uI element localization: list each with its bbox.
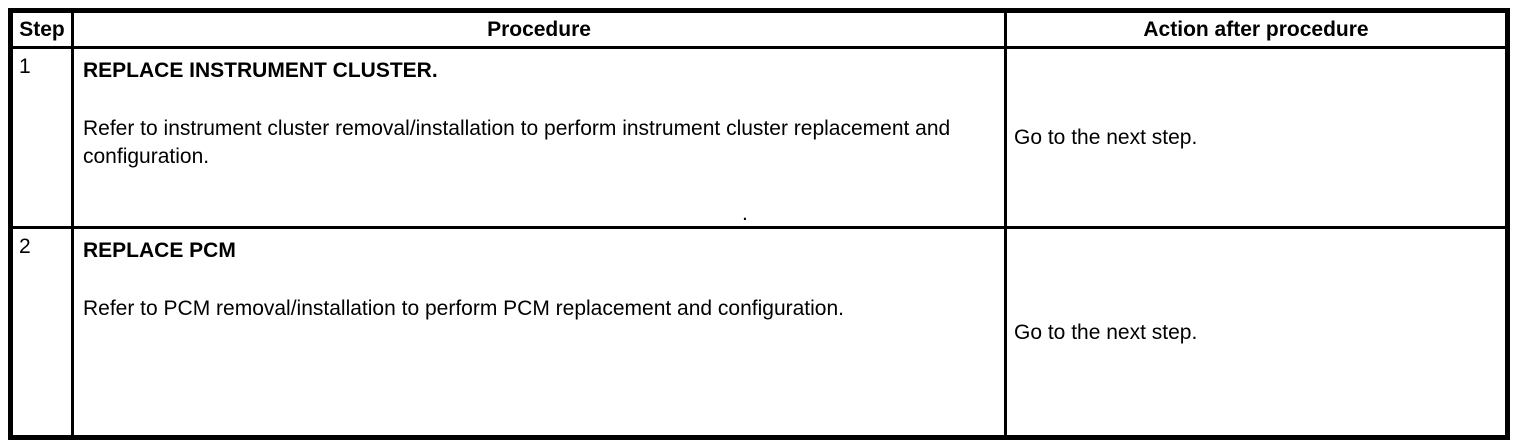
- column-header-procedure: Procedure: [71, 9, 1007, 49]
- document-page: Step Procedure Action after procedure 1 …: [8, 8, 1510, 440]
- action-cell: Go to the next step.: [1004, 226, 1509, 439]
- header-row: Step Procedure Action after procedure: [9, 9, 1509, 49]
- step-number: 1: [9, 46, 74, 229]
- column-header-action: Action after procedure: [1004, 9, 1509, 49]
- procedure-body: Refer to instrument cluster removal/inst…: [83, 117, 951, 168]
- procedure-cell: REPLACE INSTRUMENT CLUSTER. Refer to ins…: [71, 46, 1007, 229]
- column-header-step: Step: [9, 9, 74, 49]
- procedure-title: REPLACE INSTRUMENT CLUSTER.: [83, 59, 438, 82]
- table-row: 2 REPLACE PCM Refer to PCM removal/insta…: [9, 226, 1509, 439]
- table-row: 1 REPLACE INSTRUMENT CLUSTER. Refer to i…: [9, 46, 1509, 229]
- scan-artifact-dot: .: [742, 202, 748, 225]
- procedure-table: Step Procedure Action after procedure 1 …: [8, 8, 1510, 440]
- procedure-title: REPLACE PCM: [83, 239, 236, 262]
- action-cell: Go to the next step.: [1004, 46, 1509, 229]
- procedure-cell: REPLACE PCM Refer to PCM removal/install…: [71, 226, 1007, 439]
- step-number: 2: [9, 226, 74, 439]
- procedure-body: Refer to PCM removal/installation to per…: [83, 297, 845, 320]
- table-header: Step Procedure Action after procedure: [9, 9, 1509, 49]
